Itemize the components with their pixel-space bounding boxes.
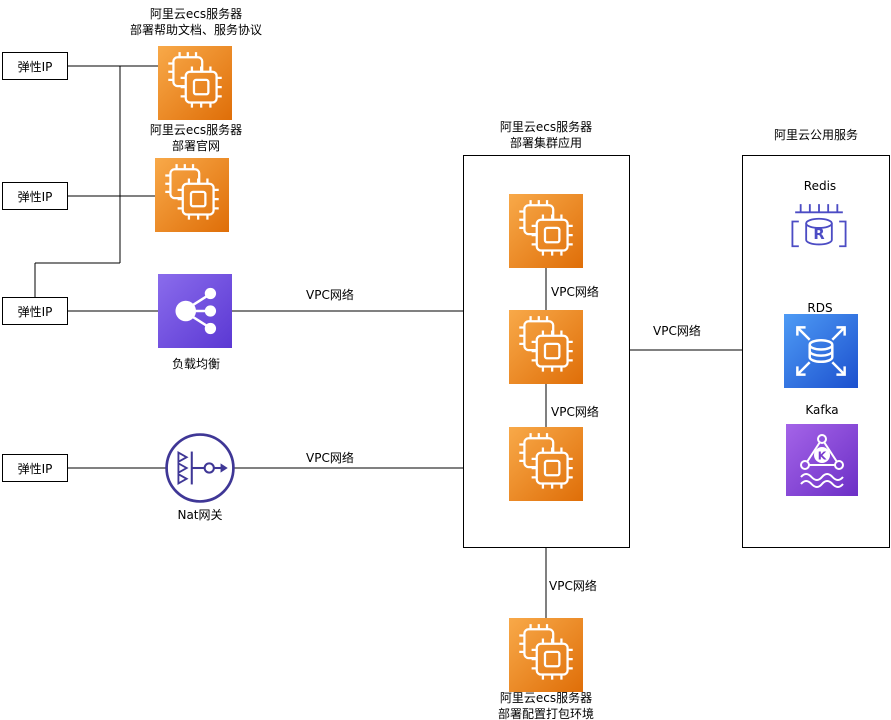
- ecs-build-subtitle: 部署配置打包环境: [497, 707, 594, 720]
- vpc-edge-label: VPC网络: [551, 285, 599, 299]
- elastic-ip-box-2: 弹性IP: [2, 182, 68, 210]
- public-services-container: [742, 155, 890, 548]
- elastic-ip-box-1: 弹性IP: [2, 52, 68, 80]
- ecs-docs-subtitle: 部署帮助文档、服务协议: [129, 23, 262, 37]
- elastic-ip-box-4: 弹性IP: [2, 454, 68, 482]
- ecs-server-icon: [509, 310, 583, 384]
- kafka-label: Kafka: [805, 403, 839, 417]
- elastic-ip-label: 弹性IP: [17, 461, 53, 476]
- vpc-edge-label: VPC网络: [306, 451, 354, 465]
- cluster-container: [463, 155, 630, 548]
- ecs-server-icon: [509, 618, 583, 692]
- cluster-subtitle: 部署集群应用: [509, 136, 582, 150]
- public-services-label: 阿里云公用服务: [773, 128, 858, 142]
- redis-label: Redis: [803, 179, 837, 193]
- ecs-build-label: 阿里云ecs服务器 部署配置打包环境: [450, 690, 642, 720]
- ecs-server-icon: [155, 158, 229, 232]
- elastic-ip-label: 弹性IP: [17, 189, 53, 204]
- ecs-server-icon: [509, 427, 583, 501]
- load-balancer-label: 负载均衡: [171, 357, 220, 371]
- ecs-docs-title: 阿里云ecs服务器: [149, 7, 243, 21]
- elastic-ip-label: 弹性IP: [17, 59, 53, 74]
- elastic-ip-label: 弹性IP: [17, 304, 53, 319]
- vpc-edge-label: VPC网络: [549, 579, 597, 593]
- vpc-edge-label: VPC网络: [551, 405, 599, 419]
- load-balancer-icon: [158, 274, 232, 348]
- elastic-ip-box-3: 弹性IP: [2, 297, 68, 325]
- ecs-build-title: 阿里云ecs服务器: [499, 691, 593, 705]
- kafka-icon: [786, 424, 858, 496]
- cluster-title: 阿里云ecs服务器: [499, 120, 593, 134]
- nat-gateway-label: Nat网关: [177, 508, 223, 522]
- rds-icon: [784, 314, 858, 388]
- ecs-website-subtitle: 部署官网: [171, 139, 220, 153]
- ecs-website-title: 阿里云ecs服务器: [149, 123, 243, 137]
- vpc-edge-label: VPC网络: [653, 324, 701, 338]
- cluster-label: 阿里云ecs服务器 部署集群应用: [460, 119, 632, 151]
- rds-label: RDS: [807, 301, 833, 315]
- ecs-website-label: 阿里云ecs服务器 部署官网: [100, 122, 292, 154]
- nat-gateway-icon: [163, 431, 237, 505]
- ecs-docs-label: 阿里云ecs服务器 部署帮助文档、服务协议: [100, 6, 292, 38]
- vpc-edge-label: VPC网络: [306, 288, 354, 302]
- ecs-server-icon: [158, 46, 232, 120]
- ecs-server-icon: [509, 194, 583, 268]
- redis-icon: [784, 194, 854, 260]
